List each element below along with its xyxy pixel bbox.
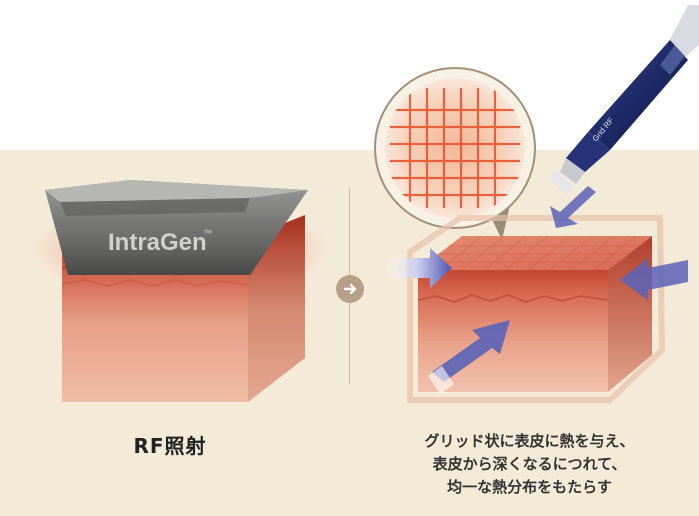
heat-arrow-left <box>384 248 452 288</box>
right-caption-line: 表皮から深くなるにつれて、 <box>432 455 627 473</box>
heat-arrow-bottom <box>428 320 510 394</box>
right-caption-line: グリッド状に表皮に熱を与え、 <box>424 432 635 450</box>
grid-pattern <box>390 88 520 208</box>
right-caption-line: 均一な熱分布をもたらす <box>447 478 612 496</box>
device-brand-label: IntraGen <box>108 229 207 256</box>
heat-arrow-top <box>550 186 596 228</box>
left-caption: RF照射 <box>133 434 207 458</box>
arrow-right-icon <box>336 275 364 303</box>
heat-outline <box>407 215 666 403</box>
left-illustration: IntraGen ™ <box>30 180 330 402</box>
device-brand-tm: ™ <box>203 228 212 238</box>
top-background <box>0 0 699 150</box>
grid-rf-handpiece: Grid RF <box>550 5 699 194</box>
right-caption: グリッド状に表皮に熱を与え、 表皮から深くなるにつれて、 均一な熱分布をもたらす <box>360 430 699 499</box>
heat-arrow-right <box>620 258 688 300</box>
magnifier-bubble <box>374 67 536 240</box>
intragen-device: IntraGen ™ <box>45 180 308 275</box>
right-illustration: Grid RF <box>374 5 699 403</box>
